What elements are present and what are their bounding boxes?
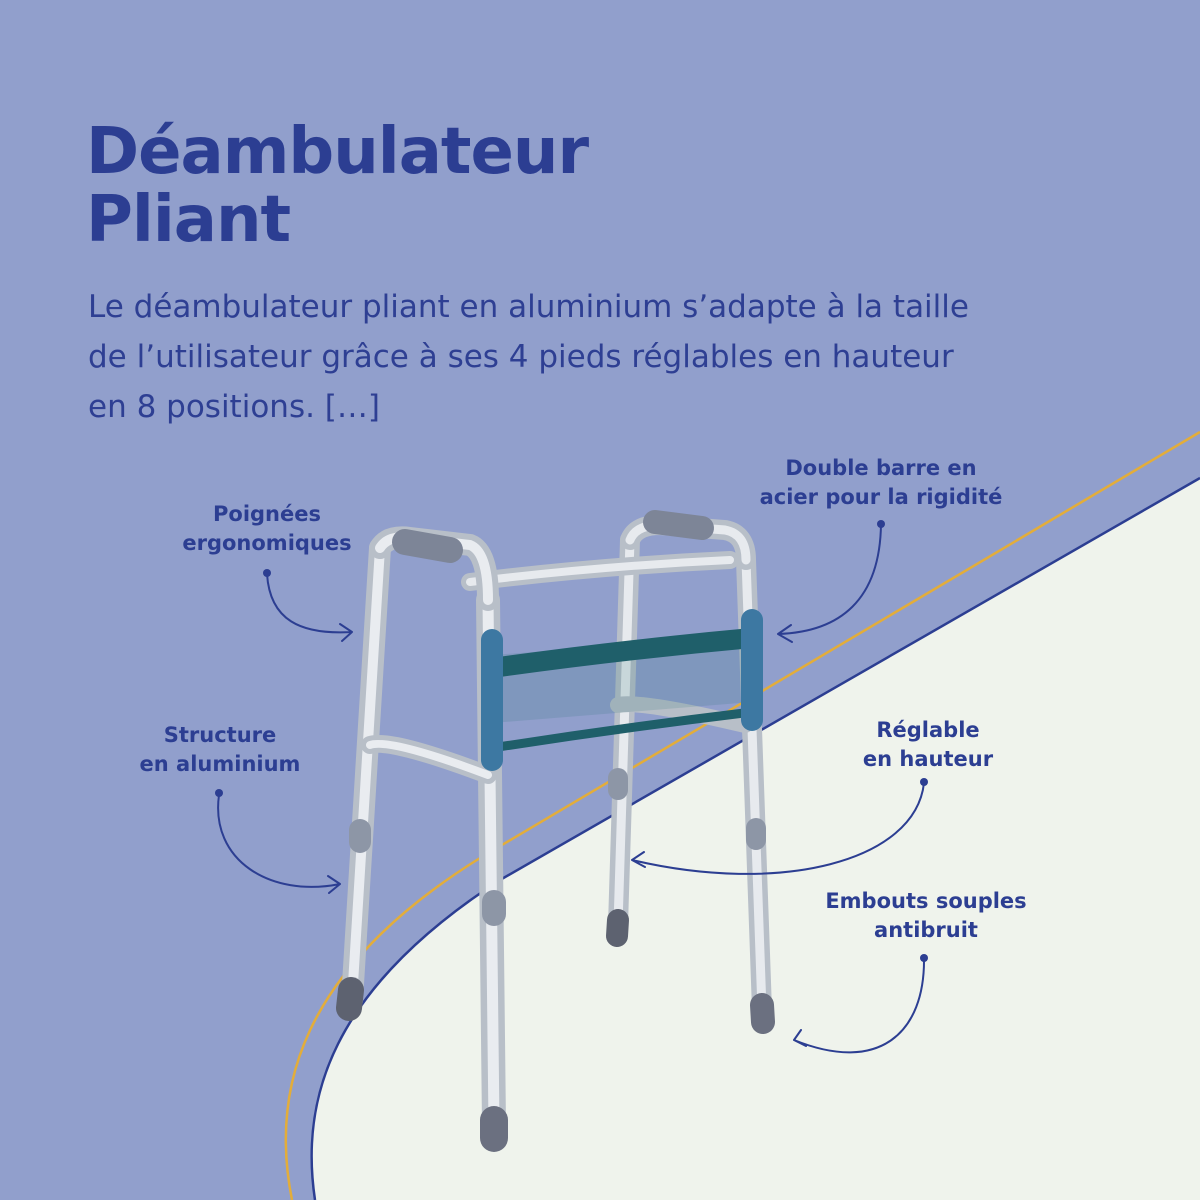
description-line-3: en 8 positions. […] xyxy=(88,389,380,425)
callout-double-bar-line-2: acier pour la rigidité xyxy=(759,485,1003,509)
structure-callout-dot xyxy=(215,789,223,797)
title-line-2: Pliant xyxy=(86,183,291,257)
callout-double-bar-label: Double barre en acier pour la rigidité xyxy=(750,454,1012,512)
callout-tips-line-2: antibruit xyxy=(874,918,978,942)
callout-double-bar-line-1: Double barre en xyxy=(785,456,977,480)
tips-callout-arrow xyxy=(793,957,926,1054)
callout-structure-label: Structure en aluminium xyxy=(136,721,304,779)
double-bar-callout-dot xyxy=(877,520,885,528)
height-callout-dot xyxy=(920,778,928,786)
handles-callout-arrow xyxy=(266,573,353,642)
callout-tips-label: Embouts souples antibruit xyxy=(812,887,1040,945)
callout-handles-label: Poignées ergonomiques xyxy=(172,500,362,558)
title-line-1: Déambulateur xyxy=(86,115,589,189)
callout-structure-line-1: Structure xyxy=(163,723,277,747)
product-title: Déambulateur Pliant xyxy=(86,115,589,257)
callout-tips-line-1: Embouts souples xyxy=(825,889,1027,913)
description-line-1: Le déambulateur pliant en aluminium s’ad… xyxy=(88,289,969,325)
height-callout-arrow xyxy=(631,782,925,875)
product-description: Le déambulateur pliant en aluminium s’ad… xyxy=(88,282,1148,432)
callout-height-label: Réglable en hauteur xyxy=(850,716,1006,774)
description-line-2: de l’utilisateur grâce à ses 4 pieds rég… xyxy=(88,339,954,375)
structure-callout-arrow xyxy=(217,794,341,894)
callout-handles-line-2: ergonomiques xyxy=(182,531,352,555)
callout-height-line-1: Réglable xyxy=(876,718,980,742)
callout-handles-line-1: Poignées xyxy=(213,502,321,526)
double-bar-callout-arrow xyxy=(777,523,882,643)
callout-height-line-2: en hauteur xyxy=(862,747,994,771)
callout-structure-line-2: en aluminium xyxy=(139,752,301,776)
gold-swoosh-line xyxy=(284,430,1200,1200)
handles-callout-dot xyxy=(263,569,271,577)
navy-swoosh-line xyxy=(310,476,1200,1200)
tips-callout-dot xyxy=(920,954,928,962)
walker-frame-illustration xyxy=(336,510,775,1152)
